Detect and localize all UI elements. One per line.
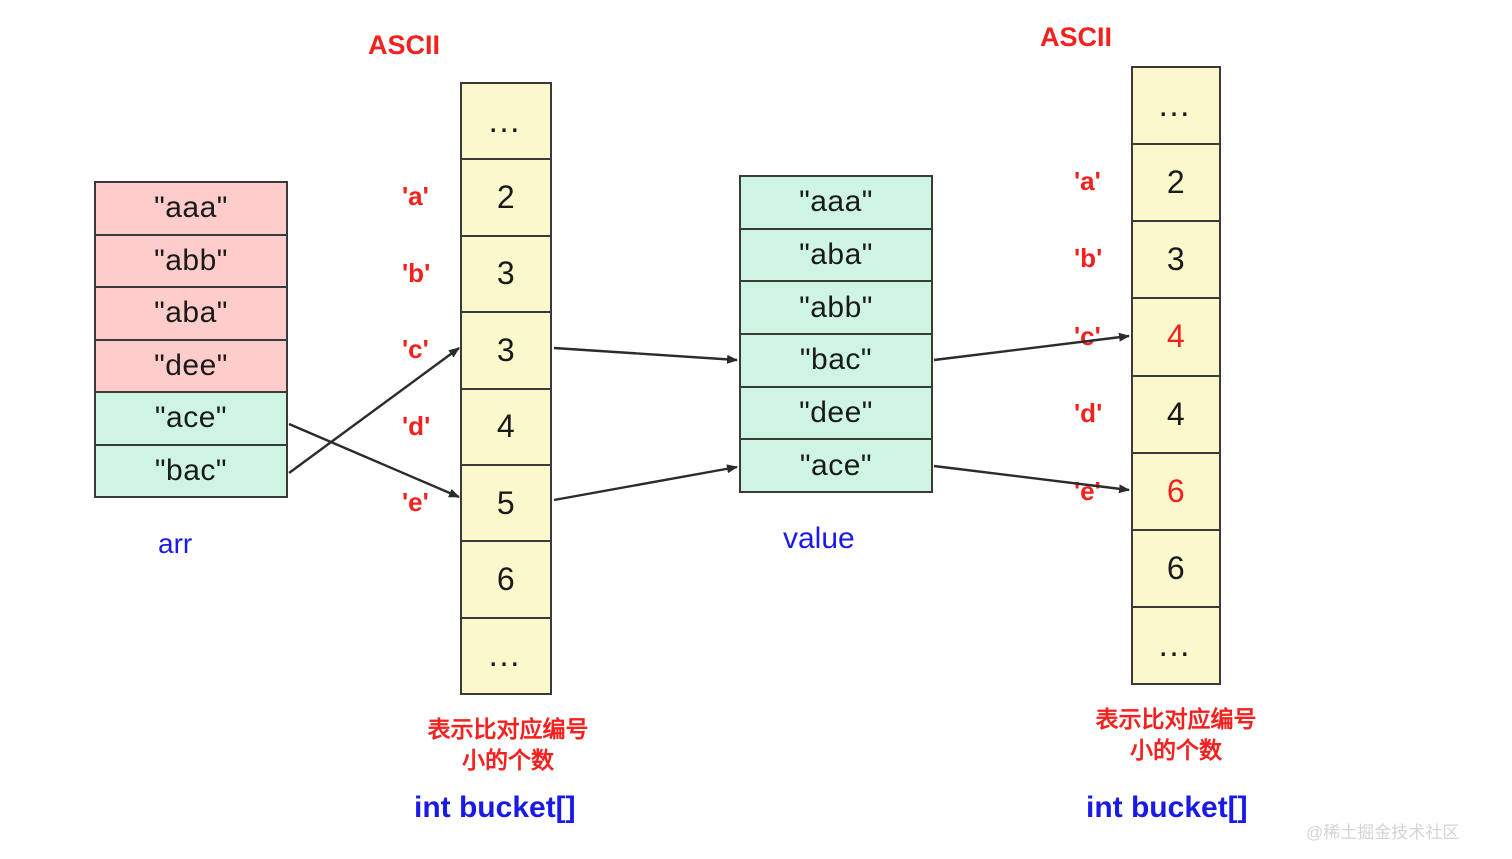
bucket-left-cell-2: 3 (462, 236, 550, 314)
arr-array: "aaa""abb""aba""dee""ace""bac" (94, 181, 288, 498)
value-cell-4: "dee" (741, 387, 931, 441)
char-label-right-d: 'd' (1074, 398, 1103, 429)
bucket-left-cell-4: 4 (462, 389, 550, 466)
char-label-right-b: 'b' (1074, 243, 1103, 274)
char-label-left-d: 'd' (402, 410, 431, 441)
bucket-right-cell-3: 4 (1133, 299, 1219, 377)
char-label-right-a: 'a' (1074, 166, 1101, 197)
arr-cell-4: "ace" (96, 393, 286, 446)
arr-label: arr (158, 528, 193, 559)
bucket-left-label: int bucket[] (414, 791, 576, 824)
arr-cell-0: "aaa" (96, 183, 286, 236)
char-label-right-c: 'c' (1074, 320, 1101, 351)
arr-cell-1: "abb" (96, 235, 286, 288)
value-array: "aaa""aba""abb""bac""dee""ace" (739, 175, 933, 493)
bucket-right-cell-5: 6 (1133, 453, 1219, 531)
value-cell-1: "aba" (741, 229, 931, 283)
bucket-right-cell-1: 2 (1133, 145, 1219, 223)
bucket-left-cell-6: 6 (462, 542, 550, 619)
bucket-right-cell-2: 3 (1133, 222, 1219, 300)
value-cell-3: "bac" (741, 335, 931, 388)
bucket-right-cell-6: 6 (1133, 530, 1219, 608)
arrow-bucket-e-to-value-ace (553, 464, 738, 502)
bucket-left-cell-7: … (462, 618, 550, 693)
value-cell-0: "aaa" (741, 177, 931, 230)
bucket-left-cell-3: 3 (462, 313, 550, 390)
watermark: @稀土掘金技术社区 (1306, 823, 1460, 842)
arr-cell-3: "dee" (96, 340, 286, 393)
value-cell-2: "abb" (741, 282, 931, 336)
ascii-label-left: ASCII (368, 30, 441, 60)
bucket-left-cell-1: 2 (462, 160, 550, 237)
value-label: value (783, 522, 855, 555)
bucket-right-cell-7: … (1133, 607, 1219, 683)
arr-cell-2: "aba" (96, 288, 286, 341)
arrow-ace-to-bucket-e (288, 422, 460, 499)
bucket-right-caption: 表示比对应编号 小的个数 (1095, 706, 1257, 764)
bucket-left-cell-0: … (462, 84, 550, 161)
arrow-bac-to-bucket-c (288, 347, 460, 474)
value-cell-5: "ace" (741, 440, 931, 492)
bucket-right-cell-0: … (1133, 68, 1219, 146)
bucket-right-label: int bucket[] (1086, 791, 1248, 824)
char-label-right-e: 'e' (1074, 475, 1101, 506)
arr-cell-5: "bac" (96, 445, 286, 496)
bucket-left-cell-5: 5 (462, 465, 550, 543)
char-label-left-c: 'c' (402, 334, 429, 365)
bucket-left-caption: 表示比对应编号 小的个数 (427, 716, 589, 774)
char-label-left-e: 'e' (402, 487, 429, 518)
char-label-left-a: 'a' (402, 180, 429, 211)
arrow-bucket-c-to-value-bac (553, 346, 738, 364)
ascii-label-right: ASCII (1040, 22, 1113, 52)
bucket-right-cell-4: 4 (1133, 376, 1219, 454)
char-label-left-b: 'b' (402, 257, 431, 288)
